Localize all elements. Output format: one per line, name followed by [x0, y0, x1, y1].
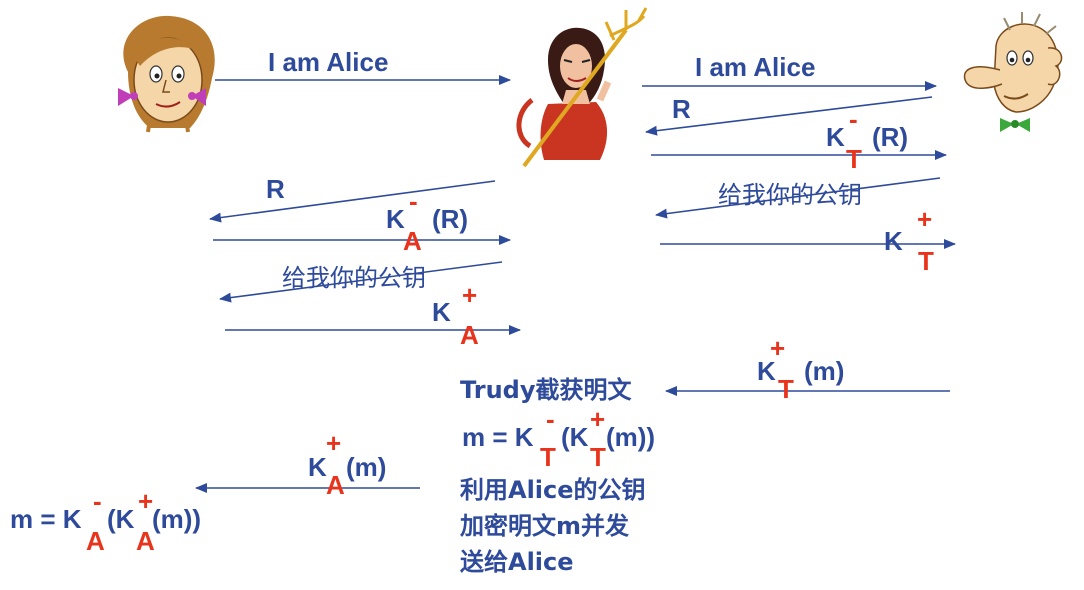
key-subscript-a: A: [86, 526, 105, 556]
r-argument: (R): [432, 204, 468, 234]
alice-equation: m = K - A (K + A (m)): [10, 486, 201, 556]
public-key-sign: +: [462, 280, 477, 310]
key-subscript-a: A: [460, 320, 479, 350]
key-subscript-a: A: [136, 526, 155, 556]
public-key-sign: +: [770, 333, 785, 363]
arrow-bob-to-trudy-r: [645, 96, 933, 136]
private-key-sign: -: [93, 486, 102, 516]
key-subscript-t: T: [590, 442, 606, 472]
explanation-line-2: 加密明文m并发: [460, 512, 629, 540]
key-letter: K: [386, 204, 405, 234]
key-letter: K: [826, 122, 845, 152]
arrow-bob-to-trudy-ask-key: [655, 177, 941, 219]
key-letter: K: [884, 226, 903, 256]
explanation-line-3: 送给Alice: [460, 548, 574, 576]
private-key-sign: -: [849, 104, 858, 134]
private-key-sign: -: [546, 404, 555, 434]
arrow-trudy-to-alice-r: [209, 180, 496, 223]
eq-close: (m)): [152, 504, 201, 534]
signed-r-trudy: K - T (R): [826, 104, 908, 174]
public-key-sign: +: [917, 204, 932, 234]
label-i-am-alice-left: I am Alice: [268, 47, 388, 77]
pubkey-alice: K + A: [432, 280, 479, 350]
eq-open-k: (K: [107, 504, 135, 534]
label-i-am-alice-right: I am Alice: [695, 52, 815, 82]
label-ask-pubkey-left: 给我你的公钥: [282, 264, 426, 292]
eq-m-equals-k: m = K: [10, 504, 82, 534]
trudy-equation: m = K - T (K + T (m)): [462, 404, 655, 472]
alice-cartoon-icon: [118, 15, 215, 133]
signed-r-alice: K - A (R): [386, 186, 468, 256]
label-r-right: R: [672, 94, 691, 124]
arrow-trudy-to-alice-ask-key: [219, 261, 503, 303]
key-letter: K: [432, 297, 451, 327]
bob-cartoon-icon: [963, 12, 1063, 132]
key-subscript-t: T: [846, 144, 862, 174]
key-letter: K: [308, 452, 327, 482]
label-ask-pubkey-right: 给我你的公钥: [718, 181, 862, 209]
left-exchange-arrows: [209, 75, 521, 335]
explanation-line-1: 利用Alice的公钥: [460, 476, 646, 504]
message-argument: (m): [346, 452, 386, 482]
public-key-sign: +: [138, 486, 153, 516]
label-r-left: R: [266, 174, 285, 204]
key-subscript-a: A: [326, 470, 345, 500]
bob-encrypted-message: K + T (m): [757, 333, 844, 404]
private-key-sign: -: [409, 186, 418, 216]
pubkey-trudy: K + T: [884, 204, 934, 276]
eq-close: (m)): [606, 422, 655, 452]
r-argument: (R): [872, 122, 908, 152]
eq-open-k: (K: [561, 422, 589, 452]
trudy-intercepts-text: Trudy截获明文: [460, 376, 632, 404]
key-subscript-t: T: [540, 442, 556, 472]
public-key-sign: +: [590, 404, 605, 434]
key-subscript-a: A: [403, 226, 422, 256]
key-subscript-t: T: [918, 246, 934, 276]
eq-m-equals-k: m = K: [462, 422, 534, 452]
bottom-arrows: [195, 386, 950, 493]
public-key-sign: +: [326, 428, 341, 458]
key-letter: K: [757, 356, 776, 386]
trudy-devil-icon: [516, 7, 648, 168]
message-argument: (m): [804, 356, 844, 386]
key-subscript-t: T: [778, 374, 794, 404]
right-exchange-arrows: [642, 81, 956, 249]
alice-encrypted-message: K + A (m): [308, 428, 386, 500]
